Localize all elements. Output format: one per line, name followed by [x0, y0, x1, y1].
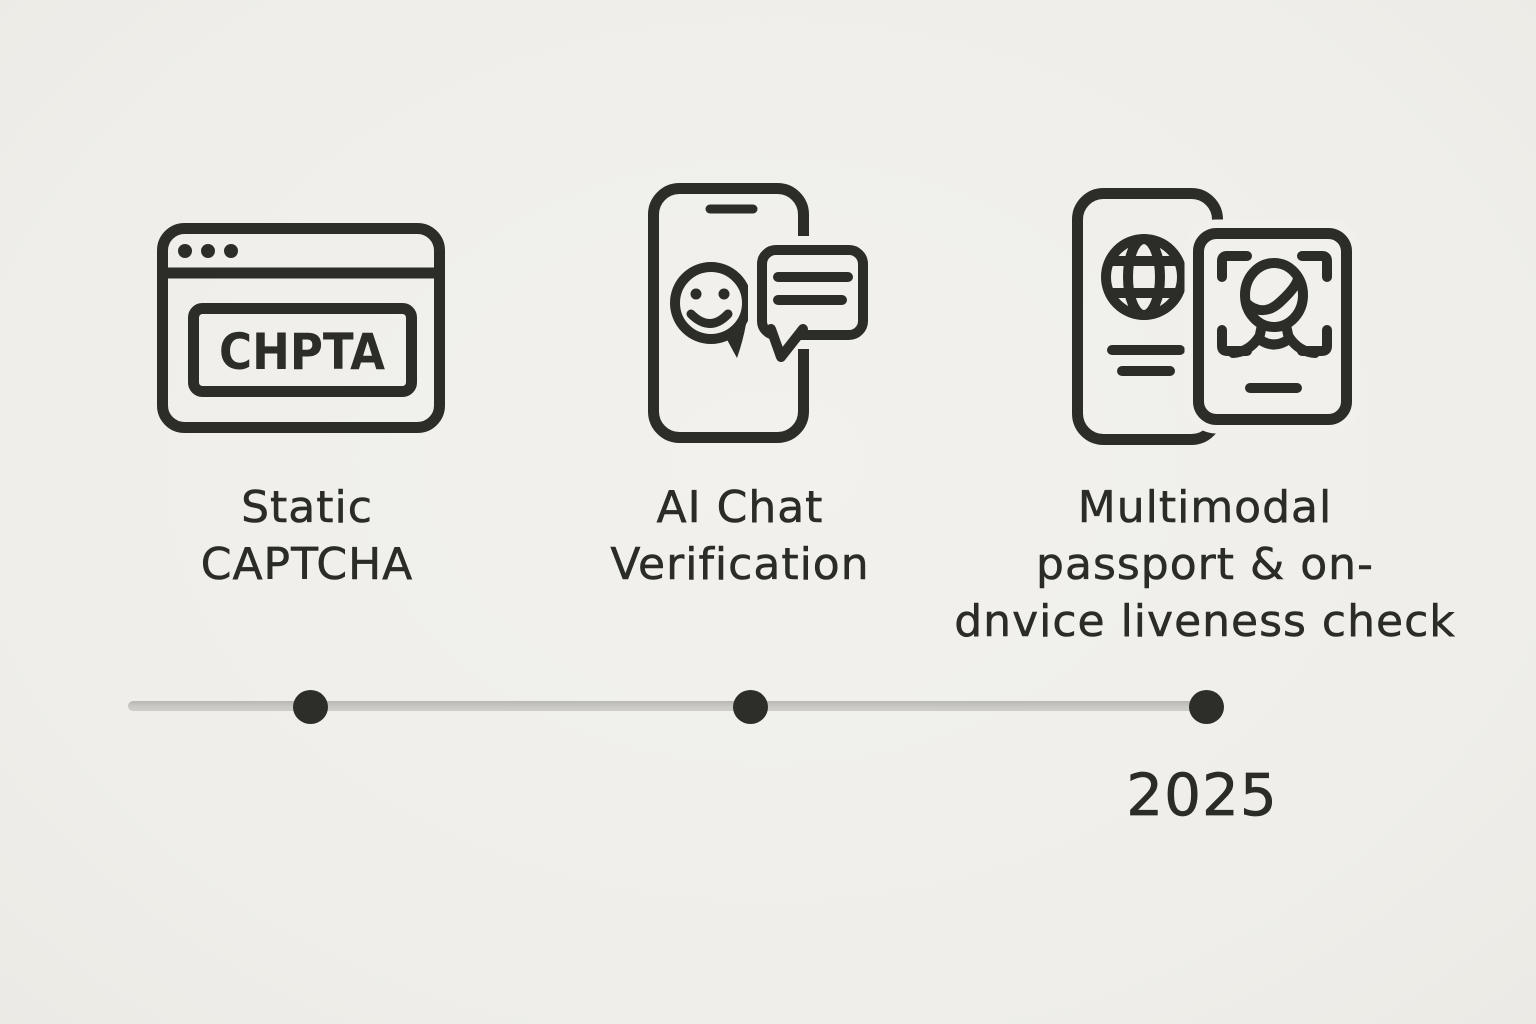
label-line: Static [241, 482, 373, 534]
label-line: Verification [610, 539, 870, 591]
face-portrait [1228, 258, 1320, 358]
passport-liveness-check-icon [1072, 188, 1361, 445]
timeline-dot-stage1 [293, 690, 328, 724]
smiley-eye [718, 288, 730, 300]
timeline-dot-stage2 [733, 690, 768, 724]
captcha-text-box [188, 303, 417, 397]
smiley-eye [690, 288, 702, 300]
timeline-dot-stage3 [1189, 690, 1224, 724]
timeline-year-label: 2025 [1126, 761, 1278, 829]
browser-frame [157, 223, 445, 433]
timeline-bar [128, 701, 1216, 711]
smiley-mouth [686, 309, 733, 328]
captcha-distorted-text: CHPTA [219, 323, 385, 381]
globe-icon [1101, 234, 1187, 320]
smiley-bubble [670, 262, 752, 344]
face-scan-frame [1217, 251, 1332, 356]
label-line: dnvice liveness check [954, 596, 1456, 648]
label-line: passport & on- [1036, 539, 1374, 591]
stage-label-static-captcha: Static CAPTCHA [152, 479, 462, 593]
browser-dot-icon [201, 244, 215, 258]
captcha-browser-window-icon: CHPTA [157, 223, 445, 433]
browser-dot-icon [224, 244, 238, 258]
id-card [1193, 228, 1352, 425]
label-line: Multimodal [1077, 482, 1333, 534]
stage-label-multimodal-liveness: Multimodal passport & on- dnvice livenes… [930, 479, 1480, 650]
chat-bubble-tail [766, 324, 808, 362]
chat-bubble-halo [748, 236, 877, 349]
label-line: CAPTCHA [200, 539, 414, 591]
phone-ai-chat-icon [648, 183, 877, 443]
stage-label-ai-chat-verification: AI Chat Verification [540, 479, 940, 593]
smiley-bubble-tail [724, 324, 746, 358]
browser-dot-icon [178, 244, 192, 258]
label-line: AI Chat [656, 482, 824, 534]
chat-bubble [757, 245, 868, 340]
